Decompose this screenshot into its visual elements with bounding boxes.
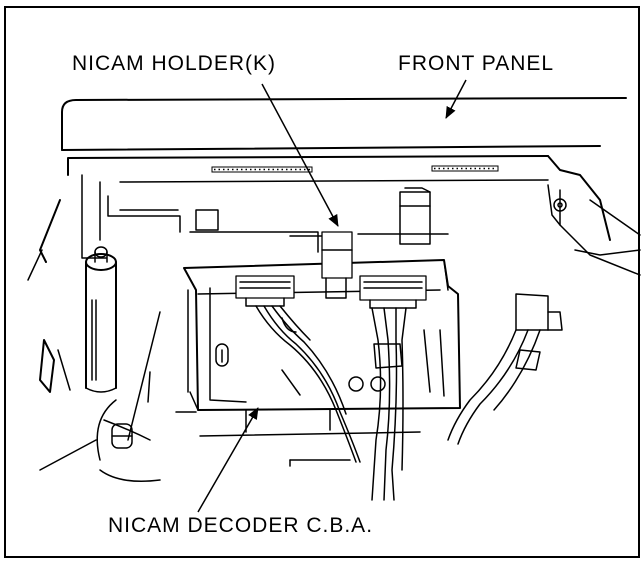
vent-strip-right [431,165,499,172]
wire-harness-right [371,307,407,501]
vent-strip-left [211,166,313,173]
cylinder-post [85,246,117,393]
label-nicam-decoder: NICAM DECODER C.B.A. [108,514,373,537]
front-panel [27,97,641,281]
nicam-holder-bracket [321,231,353,299]
wire-harness-left [255,305,361,463]
leader-line-nicam-holder [261,83,339,227]
label-nicam-holder: NICAM HOLDER(K) [72,52,276,75]
figure-border [4,6,640,558]
label-front-panel: FRONT PANEL [398,52,554,75]
wire-harness-side [447,293,563,445]
leader-line-front-panel [445,79,467,119]
connector-right [359,275,427,309]
left-side-details [39,311,161,482]
connector-left [235,275,295,307]
leader-line-nicam-decoder [197,407,259,513]
